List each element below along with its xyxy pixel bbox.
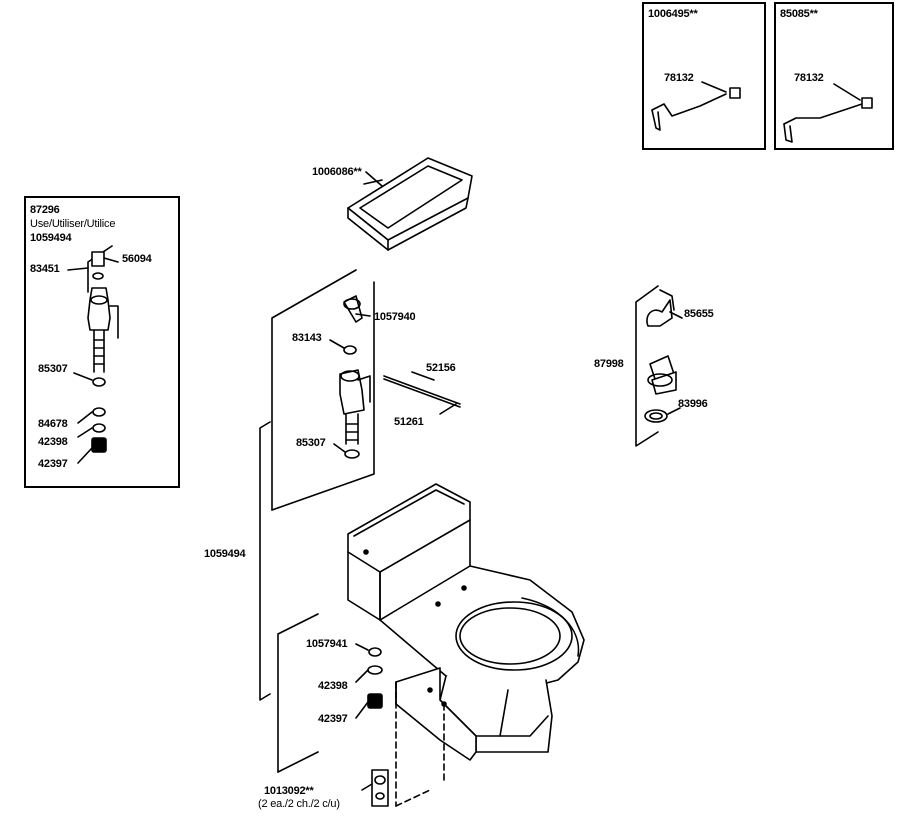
lower-bracket xyxy=(277,613,389,807)
label-83451: 83451 xyxy=(30,263,60,275)
flush-valve-bracket xyxy=(635,285,683,447)
lid-leader xyxy=(365,171,383,187)
label-56094: 56094 xyxy=(122,253,152,265)
label-1013092-note: (2 ea./2 ch./2 c/u) xyxy=(258,798,340,810)
label-85307-center: 85307 xyxy=(296,437,326,449)
tank-parts-bracket xyxy=(271,269,461,511)
label-85307-left: 85307 xyxy=(38,363,68,375)
label-use-note: Use/Utiliser/Utilice xyxy=(30,218,116,230)
label-87998: 87998 xyxy=(594,358,624,370)
label-42398-center: 42398 xyxy=(318,680,348,692)
label-83996: 83996 xyxy=(678,398,708,410)
label-trip-box-2-part: 78132 xyxy=(794,72,824,84)
label-51261: 51261 xyxy=(394,416,424,428)
label-83143: 83143 xyxy=(292,332,322,344)
label-42397-center: 42397 xyxy=(318,713,348,725)
trip-lever-1 xyxy=(651,81,741,131)
label-trip-box-1-title: 1006495** xyxy=(648,8,698,20)
trip-lever-box-1 xyxy=(642,2,766,150)
label-trip-box-2-title: 85085** xyxy=(780,8,818,20)
label-85655: 85655 xyxy=(684,308,714,320)
label-fill-valve-kit: 87296 xyxy=(30,204,60,216)
label-42398-left: 42398 xyxy=(38,436,68,448)
label-84678: 84678 xyxy=(38,418,68,430)
label-52156: 52156 xyxy=(426,362,456,374)
tank-lid xyxy=(347,157,473,251)
label-use-part: 1059494 xyxy=(30,232,72,244)
label-trip-box-1-part: 78132 xyxy=(664,72,694,84)
label-lid: 1006086** xyxy=(312,166,362,178)
trip-lever-box-2 xyxy=(774,2,894,150)
label-1057941: 1057941 xyxy=(306,638,348,650)
label-1057940: 1057940 xyxy=(374,311,416,323)
label-1013092: 1013092** xyxy=(264,785,314,797)
trip-lever-2 xyxy=(783,83,873,143)
label-42397-left: 42397 xyxy=(38,458,68,470)
bracket-1059494 xyxy=(259,421,271,701)
left-inset-fill-valve xyxy=(67,245,119,464)
toilet-body xyxy=(347,483,585,807)
label-1059494: 1059494 xyxy=(204,548,246,560)
fill-valve-kit-box xyxy=(24,196,180,488)
